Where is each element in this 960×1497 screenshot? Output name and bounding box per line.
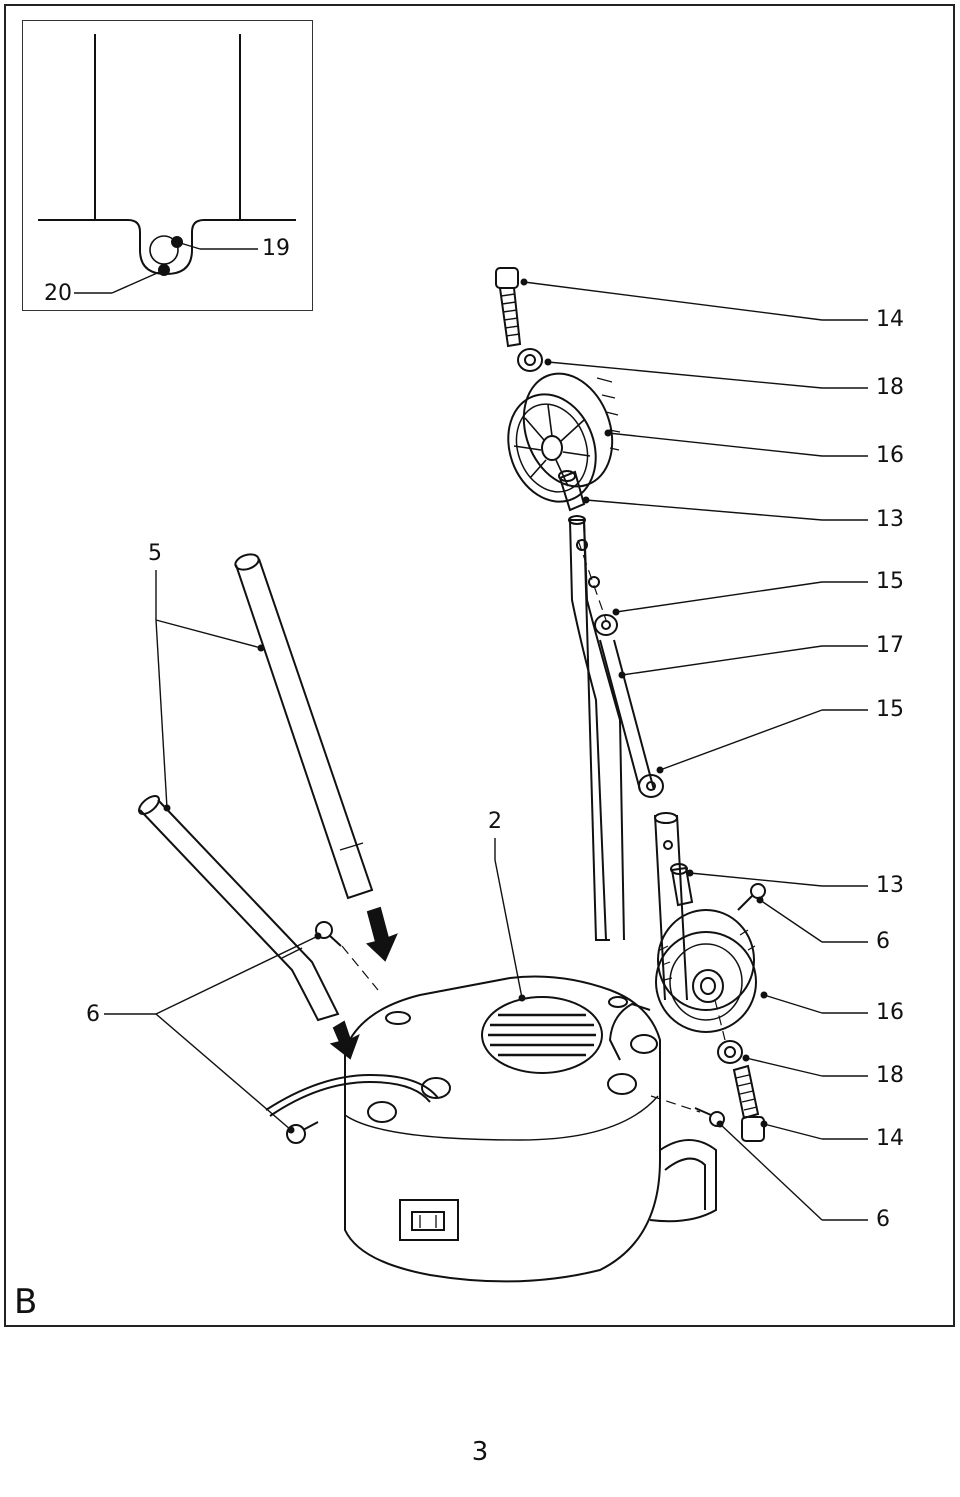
power-cord [265,1073,439,1117]
callout-20: 20 [44,281,72,306]
detail-inset [22,20,313,311]
page-number: 3 [471,1437,489,1467]
callout-13-top: 13 [876,507,904,532]
support-tubes [568,515,688,1001]
callout-6-bottom: 6 [876,1207,890,1232]
main-body [344,975,717,1283]
leader-lines [104,281,868,1221]
callout-15-b: 15 [876,697,904,722]
upper-washer [517,348,543,372]
callout-16-bottom: 16 [876,1000,904,1025]
lower-bolt [732,1064,765,1142]
lower-nut [638,774,664,798]
lower-wheel [655,909,757,1033]
handle-tubes [138,553,374,1022]
screws [286,883,766,1144]
inset-slot-detail [38,34,296,294]
callout-13-bottom: 13 [876,873,904,898]
figure-frame [4,4,955,1327]
upper-axle-pin [558,470,586,512]
callout-14-top: 14 [876,307,904,332]
lower-axle-pin [670,863,694,907]
callout-5: 5 [148,541,162,566]
callout-18-top: 18 [876,375,904,400]
lower-washer [717,1040,743,1064]
callout-14-bottom: 14 [876,1126,904,1151]
callout-19: 19 [262,236,290,261]
callout-6-left: 6 [86,1002,100,1027]
callout-6-top: 6 [876,929,890,954]
upper-wheel [507,372,621,503]
upper-bolt [495,267,522,348]
callout-15-a: 15 [876,569,904,594]
section-letter: B [14,1282,38,1322]
callout-2: 2 [488,809,502,834]
leader-dots [163,278,768,1134]
callout-18-bottom: 18 [876,1063,904,1088]
upper-nut [594,614,618,636]
insert-arrows [329,906,398,1060]
callout-17: 17 [876,633,904,658]
callout-16-top: 16 [876,443,904,468]
